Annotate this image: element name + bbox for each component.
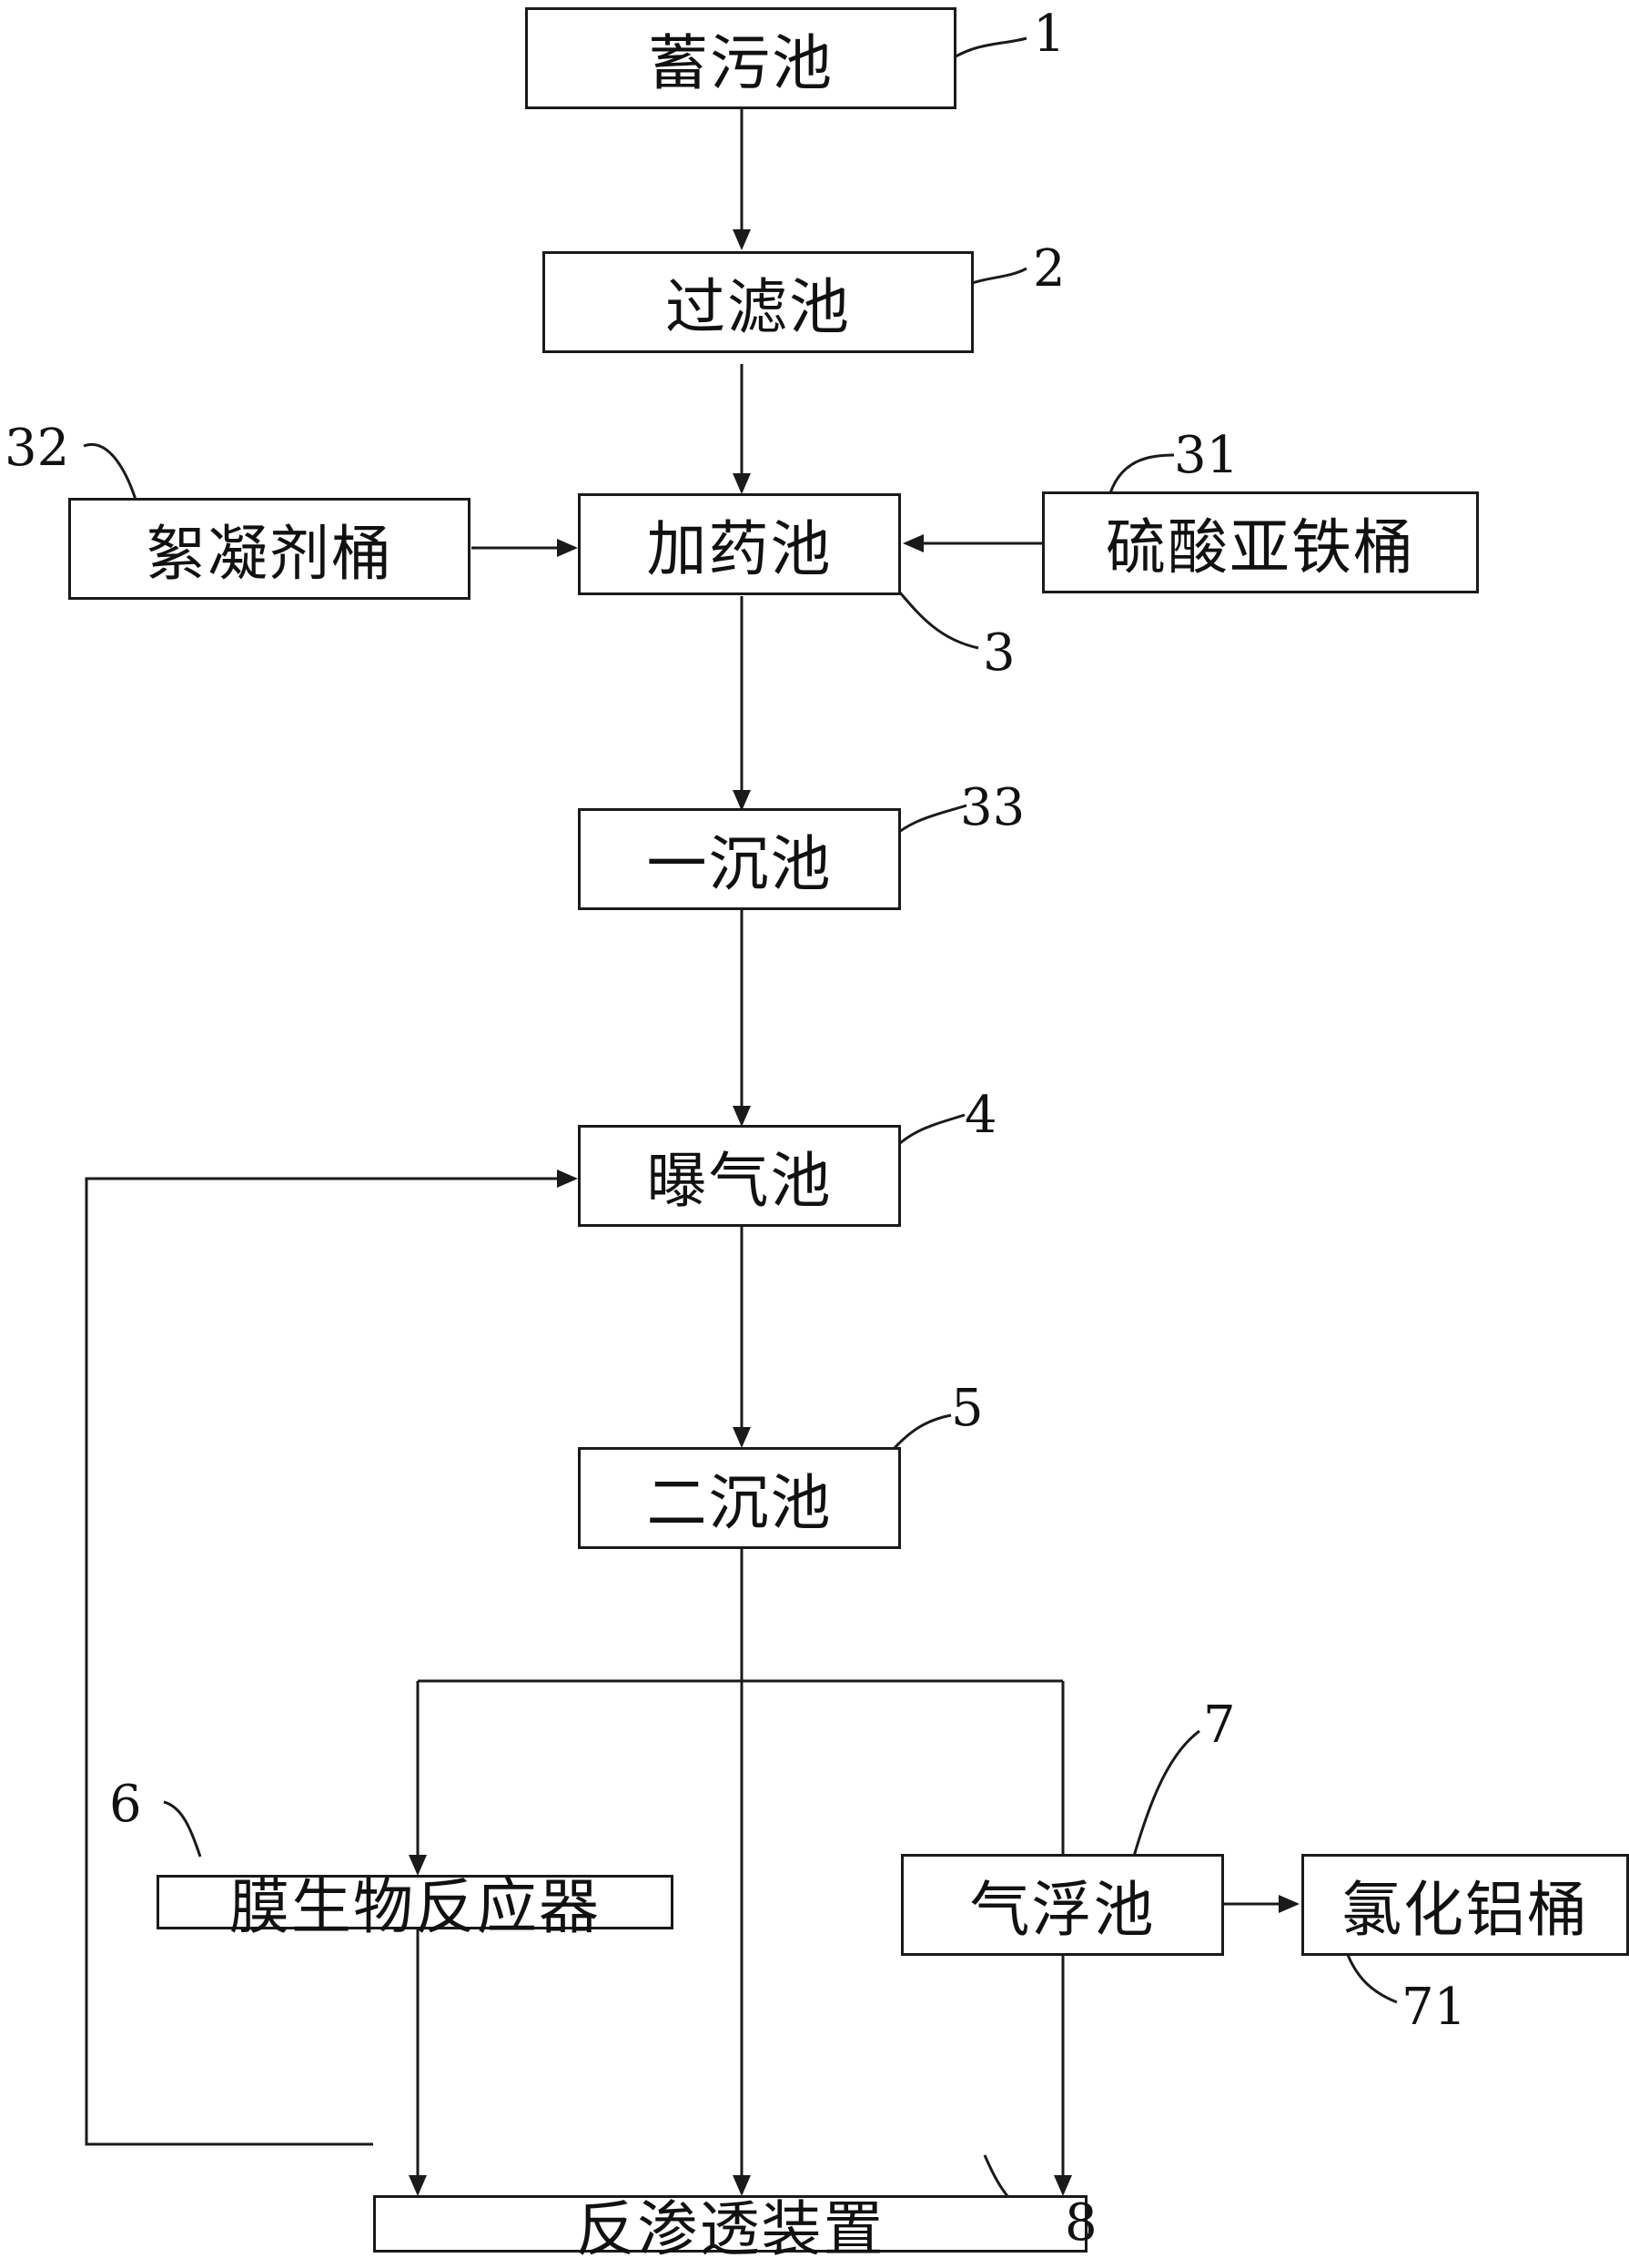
arrowhead (733, 790, 751, 811)
node-5-label: 二沉池 (646, 1468, 833, 1538)
node-33-box: 一沉池 (578, 808, 901, 910)
node-2-box: 过滤池 (542, 251, 974, 353)
node-7-box: 气浮池 (901, 1854, 1224, 1956)
leader-71 (1343, 1947, 1398, 2004)
ref-6: 6 (109, 1775, 142, 1834)
node-71-box: 氯化铝桶 (1301, 1854, 1629, 1956)
arrowhead (733, 1427, 751, 1448)
ref-7: 7 (1203, 1696, 1236, 1755)
node-32-box: 絮凝剂桶 (68, 498, 470, 600)
node-4-label: 曝气池 (646, 1146, 833, 1216)
node-5-box: 二沉池 (578, 1447, 901, 1549)
arrowhead (557, 1169, 578, 1188)
node-33-label: 一沉池 (646, 829, 833, 899)
arrowhead (903, 534, 924, 552)
ref-4: 4 (965, 1086, 997, 1145)
node-31-label: 硫酸亚铁桶 (1106, 512, 1415, 582)
node-6-box: 膜生物反应器 (157, 1872, 673, 1942)
node-6-label: 膜生物反应器 (229, 1872, 601, 1942)
ref-5: 5 (951, 1379, 984, 1438)
leader-31 (1107, 453, 1175, 500)
arrowhead (1279, 1895, 1300, 1913)
node-31-box: 硫酸亚铁桶 (1042, 491, 1479, 593)
node-8-label: 反渗透装置 (575, 2193, 885, 2264)
ref-3: 3 (983, 623, 1016, 683)
ref-32: 32 (5, 419, 70, 478)
node-4-box: 曝气池 (578, 1125, 901, 1227)
arrowhead (733, 229, 751, 250)
leader-6 (163, 1800, 202, 1858)
arrowhead (733, 2175, 751, 2196)
arrowhead (733, 473, 751, 494)
arrowhead (409, 1855, 427, 1876)
arrowhead (1054, 2175, 1072, 2196)
node-32-label: 絮凝剂桶 (146, 519, 393, 589)
node-3-box: 加药池 (578, 493, 901, 595)
ref-2: 2 (1033, 239, 1066, 299)
leader-7 (1127, 1729, 1200, 1876)
ref-8: 8 (1065, 2193, 1098, 2253)
ref-31: 31 (1174, 426, 1239, 485)
leader-32 (83, 442, 138, 503)
node-1-box: 蓄污池 (525, 7, 956, 109)
edge-8-4-loop (85, 1177, 575, 2146)
ref-33: 33 (960, 778, 1026, 837)
node-8-box: 反渗透装置 (373, 2194, 1088, 2264)
arrowhead (409, 2175, 427, 2196)
ref-71: 71 (1401, 1978, 1467, 2037)
ref-1: 1 (1033, 5, 1066, 64)
arrowhead (733, 1106, 751, 1127)
node-7-label: 气浮池 (969, 1875, 1156, 1945)
node-3-label: 加药池 (646, 514, 833, 584)
node-2-label: 过滤池 (665, 272, 851, 342)
node-1-label: 蓄污池 (648, 28, 834, 98)
node-71-label: 氯化铝桶 (1341, 1875, 1589, 1945)
arrowhead (557, 539, 578, 557)
